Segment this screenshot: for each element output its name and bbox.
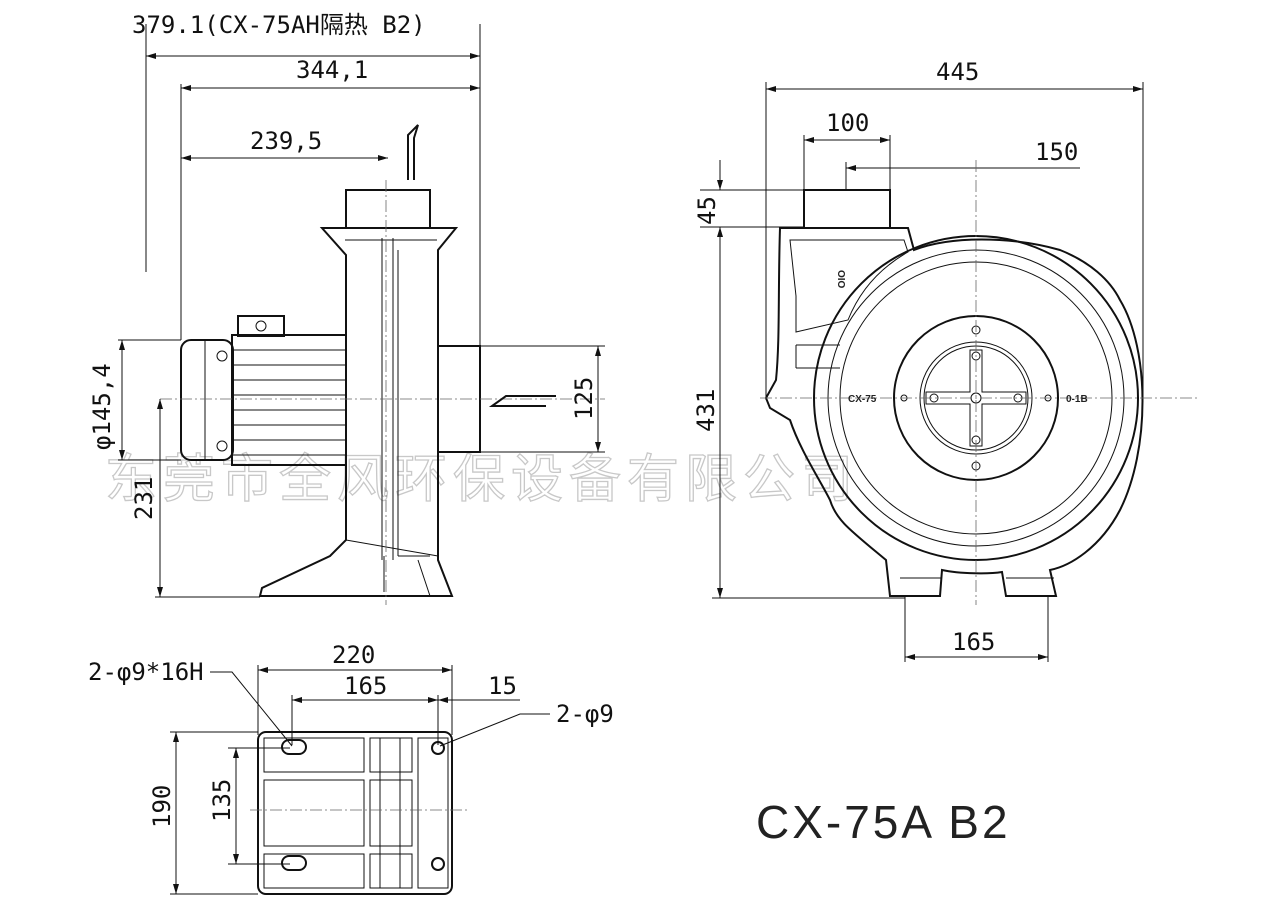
- housing-label-left: CX-75: [848, 394, 877, 405]
- model-title: CX-75A B2: [756, 796, 1011, 848]
- dim-outlet-height: 125: [570, 377, 598, 420]
- note-slot-holes: 2-φ9*16H: [88, 658, 204, 686]
- dim-outlet-offset: 150: [1035, 138, 1078, 166]
- housing-label-vertical: OIO: [835, 270, 846, 289]
- dim-center-height: 231: [130, 477, 158, 520]
- dim-motor-diameter: φ145,4: [88, 363, 116, 450]
- dim-overall-length: 344,1: [296, 56, 368, 84]
- housing-label-right: 0-1B: [1066, 394, 1088, 405]
- motor-body: [231, 334, 347, 466]
- dim-outlet-height-front: 45: [693, 196, 721, 225]
- dim-base-span: 165: [952, 628, 995, 656]
- dim-width: 445: [936, 58, 979, 86]
- dim-hole-depth: 135: [208, 779, 236, 822]
- front-view: 445 100 150 45 431 165: [692, 58, 1200, 662]
- dim-edge-offset: 15: [488, 672, 517, 700]
- dim-base-depth: 190: [148, 785, 176, 828]
- dim-overall-insulated: 379.1(CX-75AH隔热 B2): [132, 11, 426, 39]
- watermark-text: 东莞市全风环保设备有限公司: [105, 450, 859, 510]
- terminal-box: [237, 315, 285, 337]
- dim-outlet-width: 100: [826, 109, 869, 137]
- dim-hole-span: 165: [344, 672, 387, 700]
- dim-total-height: 431: [692, 389, 720, 432]
- note-round-holes: 2-φ9: [556, 700, 614, 728]
- side-view: 379.1(CX-75AH隔热 B2) 344,1 239,5: [88, 11, 605, 605]
- dim-outlet-distance: 239,5: [250, 127, 322, 155]
- base-plate: [257, 731, 453, 895]
- base-view: 220 165 15 2-φ9*16H 2-φ9 190 13: [88, 641, 614, 895]
- outlet-flow-arrow-icon: [407, 124, 419, 180]
- inlet-flow-arrow-icon: [488, 395, 556, 407]
- dim-base-width: 220: [332, 641, 375, 669]
- motor-endcap: [180, 339, 234, 461]
